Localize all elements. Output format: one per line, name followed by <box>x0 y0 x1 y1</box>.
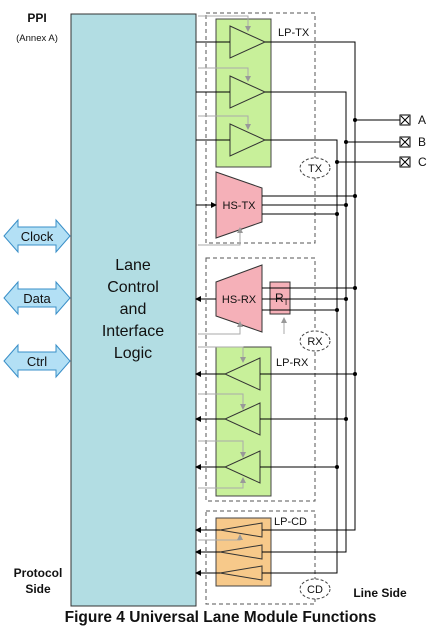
hs-rx-block <box>215 264 263 333</box>
pin-a <box>399 114 411 126</box>
line-side-label: Line Side <box>353 586 407 600</box>
pin-c <box>399 156 411 168</box>
ppi-subtitle: (Annex A) <box>16 33 58 44</box>
lp-tx-label: LP-TX <box>278 27 310 39</box>
rx-group-box <box>205 257 316 502</box>
termination-resistor <box>269 281 291 315</box>
ctrl-label: Ctrl <box>27 354 47 369</box>
hs-rx-label: HS-RX <box>222 294 257 306</box>
ctrl-interface-arrow <box>3 343 71 379</box>
tx-group-box <box>205 12 316 244</box>
data-label: Data <box>23 291 51 306</box>
control-label-4: Interface <box>102 323 164 340</box>
tx-group-label: TX <box>308 163 323 175</box>
rt-label: RT <box>275 291 289 307</box>
signal-lines <box>195 41 400 576</box>
lane-control-block <box>70 13 197 607</box>
clock-label: Clock <box>21 229 54 244</box>
cd-group-badge <box>299 578 331 600</box>
ppi-title: PPI <box>27 11 46 25</box>
pin-b <box>399 136 411 148</box>
tx-group-badge <box>299 157 331 179</box>
control-label-5: Logic <box>114 345 152 362</box>
control-label-2: Control <box>107 279 159 296</box>
lp-rx-label: LP-RX <box>276 357 309 369</box>
hs-tx-block <box>215 171 263 239</box>
pin-c-label: C <box>418 155 427 169</box>
control-label-1: Lane <box>115 257 151 274</box>
cd-group-box <box>205 510 316 605</box>
control-label-3: and <box>120 301 147 318</box>
pin-a-label: A <box>418 113 426 127</box>
rx-group-badge <box>299 330 331 352</box>
protocol-side-label-2: Side <box>25 582 51 596</box>
hs-tx-label: HS-TX <box>223 200 257 212</box>
lp-cd-label: LP-CD <box>274 516 307 528</box>
clock-interface-arrow <box>3 218 71 254</box>
data-interface-arrow <box>3 280 71 316</box>
cd-group-label: CD <box>307 584 323 596</box>
pin-b-label: B <box>418 135 426 149</box>
figure-caption: Figure 4 Universal Lane Module Functions <box>64 609 377 626</box>
junction-dots <box>335 118 357 469</box>
protocol-side-label-1: Protocol <box>14 566 63 580</box>
rx-group-label: RX <box>307 336 323 348</box>
feedback-lines <box>198 15 287 541</box>
